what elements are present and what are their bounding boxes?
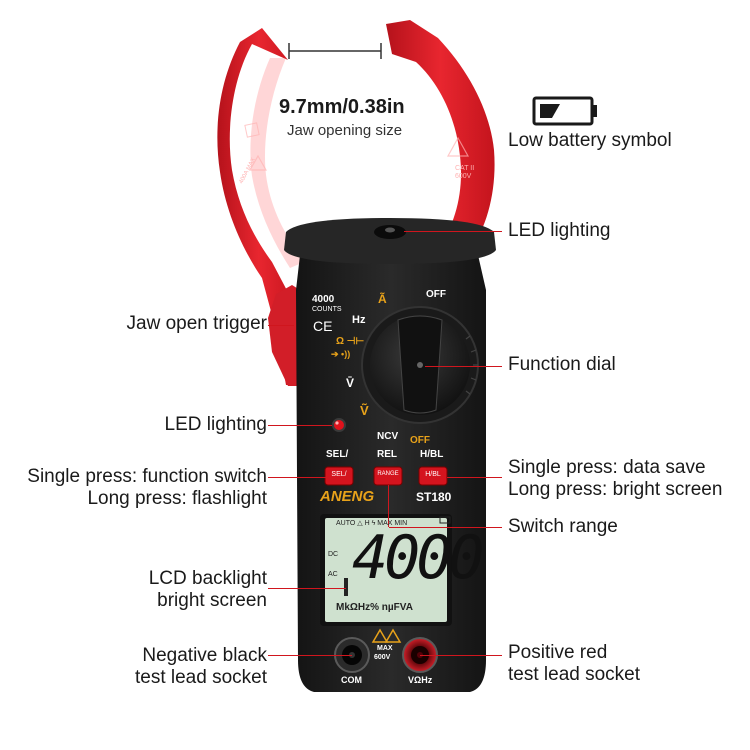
dial-label-acv: Ṽ — [360, 403, 369, 418]
callout-led-top: LED lighting — [508, 220, 611, 241]
callout-line-range-vertical — [388, 485, 389, 527]
callout-led-left: LED lighting — [164, 414, 267, 435]
counts-value: 4000 — [312, 294, 335, 305]
right-jaw — [386, 20, 495, 262]
callout-line-negative — [268, 655, 352, 656]
callout-jaw-trigger: Jaw open trigger — [126, 313, 267, 334]
lcd-reading: 4000 — [352, 523, 484, 593]
callout-hbl-line1: Single press: data save — [508, 457, 706, 478]
callout-line-sel — [268, 477, 328, 478]
dial-label-off-bottom: OFF — [410, 435, 430, 446]
callout-hbl-line2: Long press: bright screen — [508, 479, 723, 500]
callout-sel-line1: Single press: function switch — [27, 466, 267, 487]
dial-label-hz: Hz — [352, 314, 366, 326]
lcd-screen — [325, 518, 447, 622]
brand-logo: ANENG — [320, 488, 375, 505]
callout-line-dial — [425, 366, 502, 367]
rel-printed-label: REL — [377, 449, 397, 460]
callout-negative-line2: test lead socket — [134, 667, 267, 688]
sel-printed-label: SEL/ — [326, 449, 349, 460]
callout-switch-range: Switch range — [508, 516, 618, 537]
callout-line-jaw-trigger — [268, 325, 294, 326]
jaw-size-value: 9.7mm/0.38in — [279, 96, 405, 118]
meter-head — [284, 218, 496, 264]
hbl-printed-label: H/BL — [420, 449, 444, 460]
lcd-top-indicators: AUTO △ H ϟ MAX MIN — [336, 520, 408, 527]
hbl-button-text[interactable]: H/BL — [425, 471, 441, 478]
sel-button — [324, 466, 354, 486]
callout-low-battery: Low battery symbol — [508, 130, 672, 151]
lcd-dc-indicator: DC — [328, 551, 339, 558]
jaw-warning-icons — [244, 122, 470, 171]
callout-positive-line2: test lead socket — [508, 664, 641, 685]
callout-line-hbl — [447, 477, 502, 478]
callout-positive-line1: Positive red — [508, 642, 608, 663]
max-voltage-label: 600V — [374, 654, 391, 661]
callout-line-led-top — [404, 231, 502, 232]
dial-label-dcv: V̄ — [346, 376, 355, 390]
callout-sel-line2: Long press: flashlight — [87, 488, 267, 509]
hbl-button — [418, 466, 448, 486]
callout-lcd-line2: bright screen — [157, 590, 267, 611]
ce-mark: CE — [313, 318, 333, 334]
callout-line-led-left — [268, 425, 332, 426]
vohz-label: VΩHz — [408, 675, 433, 685]
lcd-bar-indicator — [344, 578, 348, 596]
lcd-battery-icon — [439, 516, 451, 524]
callout-function-dial: Function dial — [508, 354, 616, 375]
lcd-unit-indicators: MkΩHz% nµFVA — [336, 602, 413, 613]
dial-label-amp: Ã — [378, 292, 387, 306]
jaw-size-caption: Jaw opening size — [287, 122, 403, 139]
sel-button-text[interactable]: SEL/ — [331, 471, 347, 478]
counts-label: COUNTS — [312, 306, 342, 313]
callout-line-range — [389, 527, 502, 528]
jaw-cat-text: CAT II — [455, 165, 474, 172]
jaw-voltage-text: 600V — [455, 173, 472, 180]
callout-lcd-line1: LCD backlight — [148, 568, 267, 589]
front-led — [332, 418, 346, 432]
max-label: MAX — [377, 645, 393, 652]
dial-label-diode: ➔ •)) — [331, 349, 351, 359]
range-button-text[interactable]: RANGE — [377, 471, 399, 477]
model-label: ST180 — [416, 490, 452, 504]
jaw-trigger — [268, 285, 300, 386]
callout-line-positive — [420, 655, 502, 656]
com-label: COM — [341, 675, 362, 685]
lcd-ac-indicator: AC — [328, 571, 338, 578]
dial-label-ncv: NCV — [377, 431, 399, 442]
callout-line-lcd — [268, 588, 346, 589]
dial-label-ohm: Ω ⊣⊢ — [336, 336, 365, 347]
callout-negative-line1: Negative black — [142, 645, 267, 666]
dial-label-off-top: OFF — [426, 289, 446, 300]
